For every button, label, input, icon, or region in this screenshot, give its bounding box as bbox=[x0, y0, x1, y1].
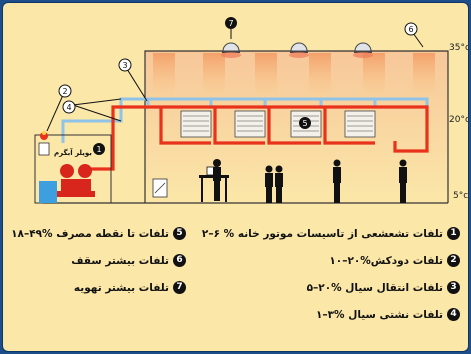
chimney bbox=[38, 131, 50, 156]
svg-text:4: 4 bbox=[66, 103, 71, 112]
boiler bbox=[57, 164, 95, 197]
legend-text-3: تلفات انتقال سیال %۲۰–۵ bbox=[306, 281, 443, 294]
svg-text:2: 2 bbox=[62, 87, 67, 96]
legend-text-2: تلفات دودکش%۲۰–۱۰ bbox=[329, 254, 443, 267]
return-branches bbox=[146, 99, 377, 107]
legend-text-7: تلفات بیشتر تهویه bbox=[73, 281, 169, 294]
svg-text:7: 7 bbox=[228, 19, 233, 28]
legend-text-5: تلفات تا نقطه مصرف %۴۹–۱۸ bbox=[11, 227, 169, 240]
callout-lines bbox=[46, 29, 424, 132]
legend-item-5: 5 تلفات تا نقطه مصرف %۴۹–۱۸ bbox=[11, 227, 186, 240]
desk-worker bbox=[199, 159, 229, 202]
legend-num-7: 7 bbox=[173, 281, 186, 294]
heat-loss-diagram: 1 2 3 4 5 6 7 بویلر آبگرم bbox=[34, 17, 449, 204]
legend-num-2: 2 bbox=[447, 254, 460, 267]
svg-text:1: 1 bbox=[96, 145, 101, 154]
callout-badges: 1 2 3 4 5 6 7 bbox=[58, 17, 418, 155]
temp-middle: 20°c bbox=[449, 115, 469, 125]
boiler-room bbox=[34, 134, 112, 204]
callout-5: 5 bbox=[299, 117, 311, 129]
legend-text-6: تلفات بیشتر سقف bbox=[71, 254, 169, 267]
svg-text:6: 6 bbox=[408, 25, 413, 34]
temp-top: 35°c bbox=[449, 43, 469, 53]
legend-text-4: تلفات نشتی سیال %۳–۱ bbox=[315, 308, 443, 321]
legend-num-1: 1 bbox=[447, 227, 460, 240]
legend-num-3: 3 bbox=[447, 281, 460, 294]
water-tank bbox=[39, 181, 57, 203]
legend-num-6: 6 bbox=[173, 254, 186, 267]
boiler-label: بویلر آبگرم bbox=[54, 148, 92, 157]
legend-item-3: 3 تلفات انتقال سیال %۲۰–۵ bbox=[307, 281, 460, 294]
temp-bottom: 5°c bbox=[453, 191, 469, 201]
callout-7: 7 bbox=[225, 17, 237, 29]
legend-item-6: 6 تلفات بیشتر سقف bbox=[71, 254, 186, 267]
legend-item-1: 1 تلفات تشعشعی از تاسیسات موتور خانه % ۶… bbox=[202, 227, 460, 240]
svg-text:3: 3 bbox=[122, 61, 127, 70]
legend-item-4: 4 تلفات نشتی سیال %۳–۱ bbox=[316, 308, 460, 321]
callout-2: 2 bbox=[58, 84, 72, 98]
supply-pipe bbox=[85, 105, 429, 171]
legend-item-7: 7 تلفات بیشتر تهویه bbox=[74, 281, 186, 294]
callout-3: 3 bbox=[118, 58, 132, 72]
radiators bbox=[180, 110, 376, 138]
callout-6: 6 bbox=[404, 22, 418, 36]
callout-4: 4 bbox=[62, 100, 76, 114]
legend-text-1: تلفات تشعشعی از تاسیسات موتور خانه % ۶–۲ bbox=[201, 227, 443, 240]
legend-num-5: 5 bbox=[173, 227, 186, 240]
legend-num-4: 4 bbox=[447, 308, 460, 321]
ceiling-vents bbox=[221, 42, 373, 58]
people bbox=[265, 159, 407, 203]
svg-text:5: 5 bbox=[302, 119, 307, 128]
callout-1: 1 bbox=[93, 143, 105, 155]
legend-item-2: 2 تلفات دودکش%۲۰–۱۰ bbox=[329, 254, 460, 267]
